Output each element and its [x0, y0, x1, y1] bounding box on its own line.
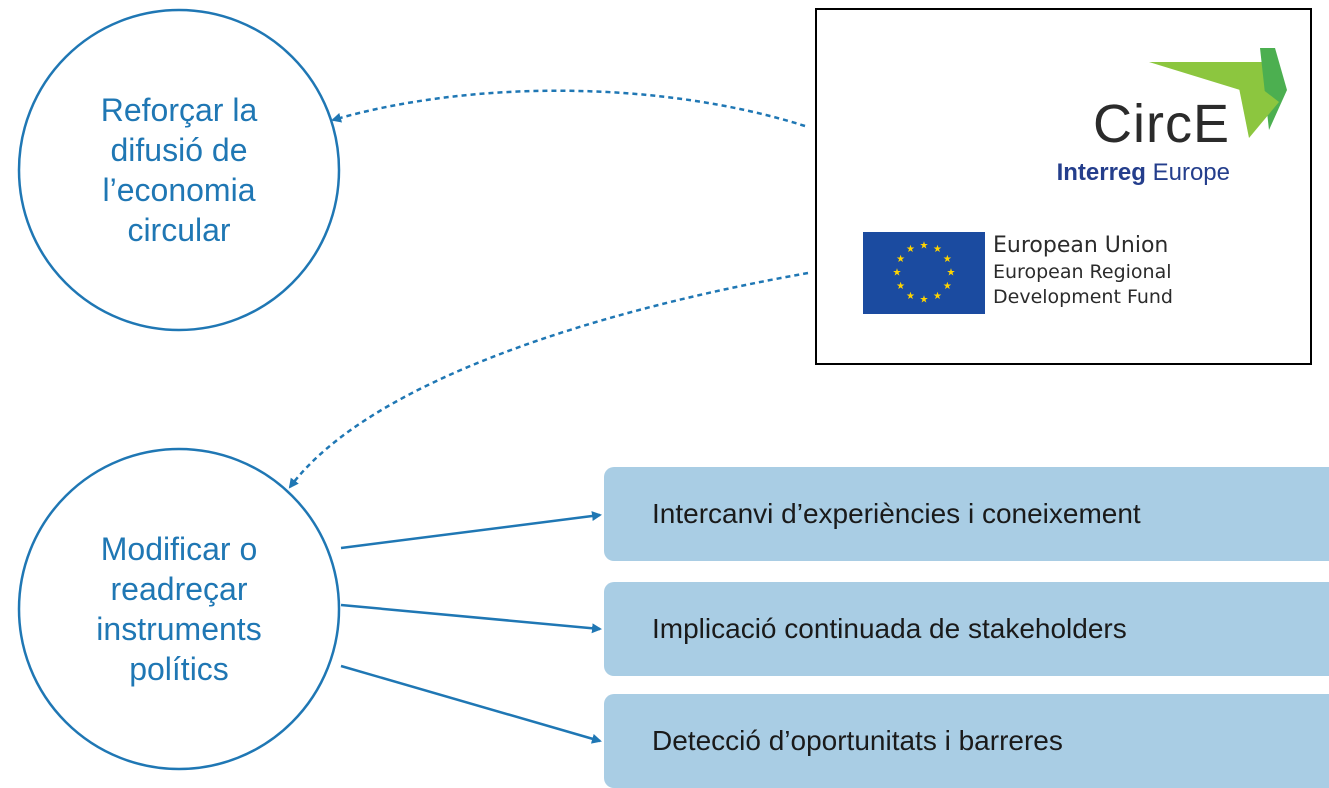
- leaf-icon: [1149, 48, 1287, 138]
- box-3: Detecció d’oportunitats i barreres: [604, 694, 1329, 788]
- circle-bottom: [17, 447, 341, 771]
- circle-bottom-label: Modificar o readreçar instruments políti…: [69, 519, 289, 699]
- eu-star-icon: ★: [906, 291, 915, 302]
- eu-star-icon: ★: [920, 241, 929, 252]
- box-2-label: Implicació continuada de stakeholders: [652, 613, 1127, 644]
- box-2: Implicació continuada de stakeholders: [604, 582, 1329, 676]
- eu-text: European Union European Regional Develop…: [993, 232, 1253, 310]
- eu-star-icon: ★: [943, 254, 952, 265]
- eu-star-icon: ★: [920, 295, 929, 306]
- box-1: Intercanvi d’experiències i coneixement: [604, 467, 1329, 561]
- circle-bottom-line: instruments: [96, 611, 262, 647]
- circle-top-line: l’economia: [102, 172, 256, 208]
- eu-star-icon: ★: [933, 291, 942, 302]
- box-3-label: Detecció d’oportunitats i barreres: [652, 725, 1063, 756]
- circle-top-line: circular: [127, 212, 231, 248]
- circle-bottom-line: polítics: [129, 651, 229, 687]
- eu-star-icon: ★: [896, 281, 905, 292]
- dotted-arrow-top: [331, 89, 806, 128]
- circle-bottom-line: readreçar: [110, 571, 248, 607]
- eu-line-2: European Regional: [993, 261, 1172, 283]
- box-1-label: Intercanvi d’experiències i coneixement: [652, 498, 1141, 529]
- eu-star-icon: ★: [943, 281, 952, 292]
- circle-top: [17, 8, 341, 332]
- arrow-to-box-3: [340, 664, 602, 744]
- arrow-to-box-2: [340, 603, 602, 634]
- circle-top-line: Reforçar la: [100, 92, 258, 128]
- interreg-europe: Interreg Europe: [967, 158, 1230, 188]
- circle-top-line: difusió de: [110, 132, 248, 168]
- arrow-to-box-1: [340, 511, 602, 550]
- eu-flag-icon: ★★★★★★★★★★★★: [863, 232, 985, 314]
- circle-top-label: Reforçar la difusió de l’economia circul…: [69, 80, 289, 260]
- circe-logo-box: CircE Interreg Europe ★★★★★★★★★★★★ Europ…: [815, 8, 1312, 365]
- eu-star-icon: ★: [906, 244, 915, 255]
- circle-bottom-line: Modificar o: [100, 531, 258, 567]
- eu-star-icon: ★: [947, 268, 956, 279]
- circe-title: CircE: [1093, 94, 1230, 154]
- eu-star-icon: ★: [896, 254, 905, 265]
- interreg-rest: Europe: [1145, 159, 1230, 186]
- eu-star-icon: ★: [893, 268, 902, 279]
- eu-line-3: Development Fund: [993, 286, 1173, 308]
- dotted-arrow-bottom: [288, 271, 809, 489]
- eu-line-1: European Union: [993, 233, 1169, 258]
- interreg-bold: Interreg: [1056, 159, 1146, 186]
- eu-star-icon: ★: [933, 244, 942, 255]
